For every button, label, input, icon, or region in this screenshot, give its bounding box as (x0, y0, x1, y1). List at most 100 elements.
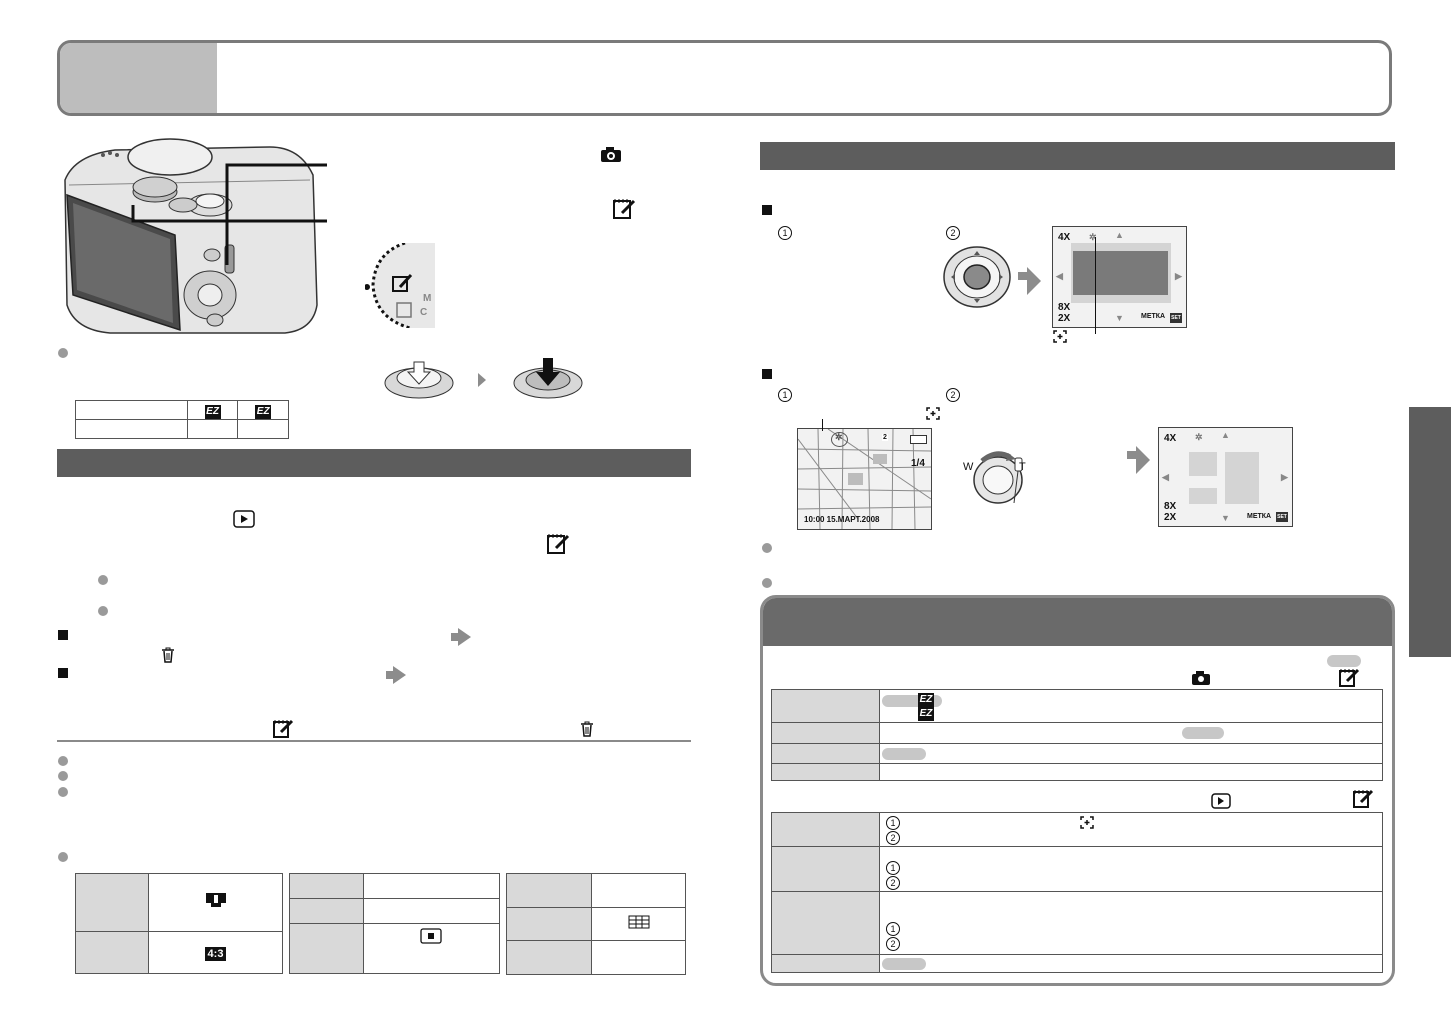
square-bullet (58, 668, 68, 678)
zoom-level-label: 8X (1058, 302, 1071, 313)
header-tab (60, 43, 217, 113)
clipboard-memo-icon (1339, 668, 1360, 687)
timestamp: 10:00 15.МАРТ.2008 (804, 515, 880, 524)
bullet (58, 348, 68, 358)
location-ring (831, 432, 848, 447)
step-2-marker: 2 (886, 937, 900, 952)
zoom-level-label: 2X (1164, 512, 1177, 523)
step-1-marker: 1 (886, 816, 900, 830)
section-bar-left (57, 449, 691, 477)
settings-table-2 (289, 873, 500, 974)
callout-line (1095, 237, 1096, 334)
camera-icon (601, 147, 621, 162)
zoom-level-label: 8X (1164, 501, 1177, 512)
tele-label: T (1019, 461, 1026, 473)
set-button-icon: SET (1276, 512, 1288, 522)
map-playback-screen: ✲ 2 1/4 10:00 15.МАРТ.2008 (797, 428, 932, 530)
settings-table-3 (506, 873, 686, 975)
left-arrow-icon: ◀ (1056, 271, 1063, 281)
svg-text:M: M (423, 293, 431, 304)
clipboard-memo-icon (273, 719, 294, 738)
left-arrow-icon: ◀ (1162, 472, 1169, 482)
camera-icon (1192, 671, 1210, 685)
callout-line (822, 419, 823, 431)
right-arrow-icon: ▶ (1281, 472, 1288, 482)
grid-icon (628, 915, 649, 928)
down-arrow-icon: ▼ (1221, 513, 1230, 523)
scene-icon (205, 893, 226, 907)
square-bullet (762, 369, 772, 379)
zoom-level-label: 2X (1058, 313, 1071, 324)
target-icon: ✲ (1195, 432, 1203, 442)
zoom-frame-icon (1053, 330, 1067, 343)
trash-icon (581, 721, 593, 737)
zoom-frame-icon (926, 407, 940, 420)
tag-pill (882, 957, 926, 970)
page-header (57, 40, 1392, 116)
zoomed-map-screen: 4X 8X 2X МЕТКА SET ✲ ▲ ▼ ◀ ▶ (1052, 226, 1187, 328)
map-image (798, 429, 931, 529)
target-icon: ✲ (1089, 232, 1097, 242)
clipboard-memo-icon (613, 199, 636, 219)
settings-table-1: 4:3 (75, 873, 283, 974)
shutter-half-full-press (384, 358, 583, 399)
bullet (58, 756, 68, 766)
step-2-marker: 2 (886, 876, 900, 891)
side-tab (1409, 407, 1451, 657)
zoom-frame-icon (1080, 816, 1094, 829)
single-area-icon (420, 928, 442, 944)
ez-table-label (75, 419, 188, 439)
info-table-rec: EZ EZ (771, 688, 1383, 781)
step-1-marker: 1 (778, 388, 792, 402)
zoom-level-label: 4X (1164, 433, 1177, 444)
square-bullet (58, 630, 68, 640)
bullet (762, 578, 772, 588)
step-2-marker: 2 (946, 388, 960, 402)
step-1-marker: 1 (886, 922, 900, 937)
bullet (98, 575, 108, 585)
clipboard-memo-icon (547, 534, 570, 554)
zoom-level-label: 4X (1058, 232, 1071, 243)
zoom-lever[interactable] (968, 445, 1033, 505)
up-arrow-icon: ▲ (1115, 230, 1124, 240)
divider (57, 740, 691, 742)
ez-table-label (75, 400, 188, 420)
svg-text:C: C (420, 307, 427, 318)
distance-label: 2 (882, 434, 888, 441)
tag-pill (882, 747, 926, 760)
bullet (762, 543, 772, 553)
wide-label: W (963, 461, 974, 473)
zoomed-map-screen-2: 4X 8X 2X МЕТКА SET ✲ ▲ ▼ ◀ ▶ (1158, 427, 1293, 527)
mode-dial[interactable]: C M (365, 243, 440, 328)
clipboard-memo-icon (1353, 789, 1374, 808)
step-1-marker: 1 (886, 861, 900, 876)
section-bar-right (760, 142, 1395, 170)
cursor-pad[interactable] (942, 245, 1012, 310)
ez-table: EZ EZ (75, 400, 289, 439)
ez-icon: EZ (918, 693, 934, 707)
aspect-ratio-icon: 4:3 (204, 946, 227, 961)
trash-icon (162, 647, 174, 663)
step-1-marker: 1 (778, 226, 792, 240)
right-arrow-icon: ▶ (1175, 271, 1182, 281)
ez-icon: EZ (918, 707, 934, 721)
tag-pill (1182, 727, 1224, 740)
info-box-header (763, 598, 1392, 646)
bullet (58, 771, 68, 781)
tag-pill (1327, 655, 1361, 667)
down-arrow-icon: ▼ (1115, 313, 1124, 323)
step-2-marker: 2 (946, 226, 960, 240)
bullet (98, 606, 108, 616)
square-bullet (762, 205, 772, 215)
bullet (58, 852, 68, 862)
mark-label: МЕТКА (1247, 513, 1272, 520)
step-2-marker: 2 (886, 831, 900, 845)
target-icon: ✲ (835, 432, 843, 442)
info-table-play: 1 2 1 2 1 2 (771, 811, 1383, 974)
mark-label: МЕТКА (1141, 313, 1166, 320)
up-arrow-icon: ▲ (1221, 430, 1230, 440)
image-counter: 1/4 (911, 458, 925, 469)
info-box (760, 595, 1395, 986)
ez-icon: EZ (255, 405, 272, 419)
camera-illustration (64, 138, 327, 334)
